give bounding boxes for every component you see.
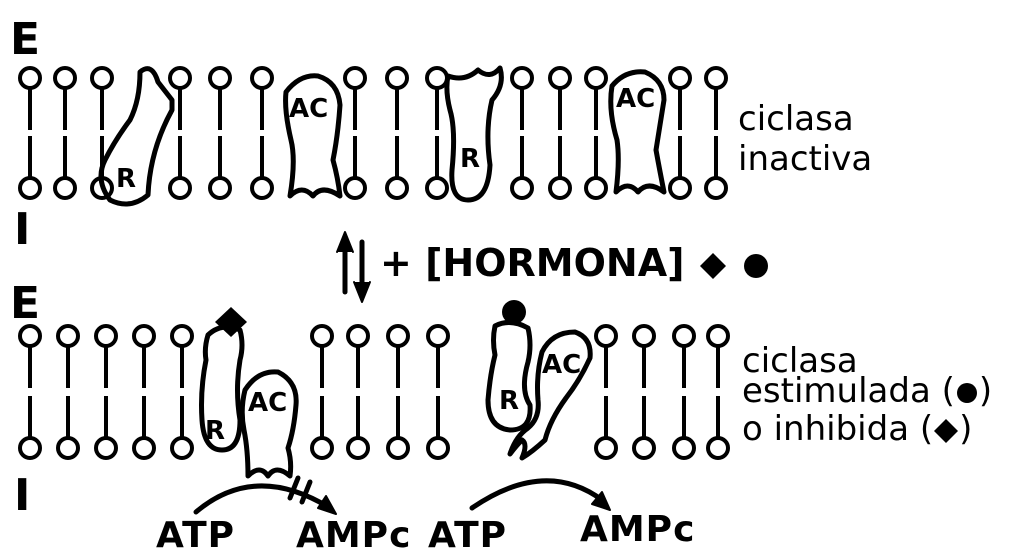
reaction-arrow-2 [472,481,610,510]
stimulated-close-paren: ) [979,371,992,411]
bottom-state-line-2: estimulada () [742,374,992,408]
atp-label-2: ATP [428,518,507,554]
lipid-top-13 [670,68,690,198]
lipid-bottom-3 [96,326,116,458]
equilibrium-label: + [HORMONA] [380,244,771,282]
ampc-label-2: AMPc [580,512,695,548]
bottom-state-line-3: o inhibida () [742,412,972,446]
lipid-bottom-9 [428,326,448,458]
receptor-label-bottom-1: R [205,418,225,444]
lipid-bottom-7 [348,326,368,458]
lipid-top-8 [387,68,407,198]
lipid-top-1 [20,68,40,198]
lipid-top-12 [586,68,606,198]
lipid-top-4 [170,68,190,198]
cyclase-label-top-1: AC [289,96,328,122]
interior-label-top: I [14,208,30,252]
cyclase-label-top-2: AC [616,86,655,112]
reaction-arrow-1 [196,478,336,514]
cyclase-label-bottom-2: AC [542,352,581,378]
lipid-bottom-10 [596,326,616,458]
lipid-top-5 [210,68,230,198]
receptor-shape-top-2 [447,68,502,200]
receptor-label-bottom-2: R [499,388,519,414]
stimulatory-hormone-dot [502,300,526,324]
exterior-label-top: E [10,18,40,62]
inhibited-close-paren: ) [959,409,972,449]
lipid-top-9 [427,68,447,198]
lipid-bottom-2 [58,326,78,458]
lipid-top-6 [252,68,272,198]
lipid-top-2 [55,68,75,198]
stimulated-circle-icon [955,381,979,405]
equilibrium-arrows [337,232,370,302]
top-state-line-2: inactiva [738,142,872,176]
hormone-text: + [HORMONA] [380,241,685,285]
lipid-bilayer-bottom [20,326,728,458]
diamond-symbol-icon [698,251,728,281]
top-state-line-1: ciclasa [738,102,854,136]
exterior-label-bottom: E [10,282,40,326]
inhibited-diamond-icon [933,418,959,444]
circle-symbol-icon [741,251,771,281]
cyclase-label-bottom-1: AC [248,390,287,416]
receptor-label-top-1: R [116,166,136,192]
lipid-bottom-1 [20,326,40,458]
ampc-label-1: AMPc [296,518,411,554]
atp-label-1: ATP [156,518,235,554]
lipid-top-7 [345,68,365,198]
lipid-bottom-12 [674,326,694,458]
inhibited-text: o inhibida ( [742,409,933,449]
interior-label-bottom: I [14,474,30,518]
lipid-top-10 [512,68,532,198]
lipid-top-11 [550,68,570,198]
lipid-bottom-13 [708,326,728,458]
lipid-bottom-8 [388,326,408,458]
lipid-bottom-4 [134,326,154,458]
stimulated-text: estimulada ( [742,371,955,411]
lipid-top-14 [706,68,726,198]
lipid-bottom-6 [312,326,332,458]
receptor-label-top-2: R [460,146,480,172]
lipid-bottom-5 [172,326,192,458]
lipid-bottom-11 [634,326,654,458]
